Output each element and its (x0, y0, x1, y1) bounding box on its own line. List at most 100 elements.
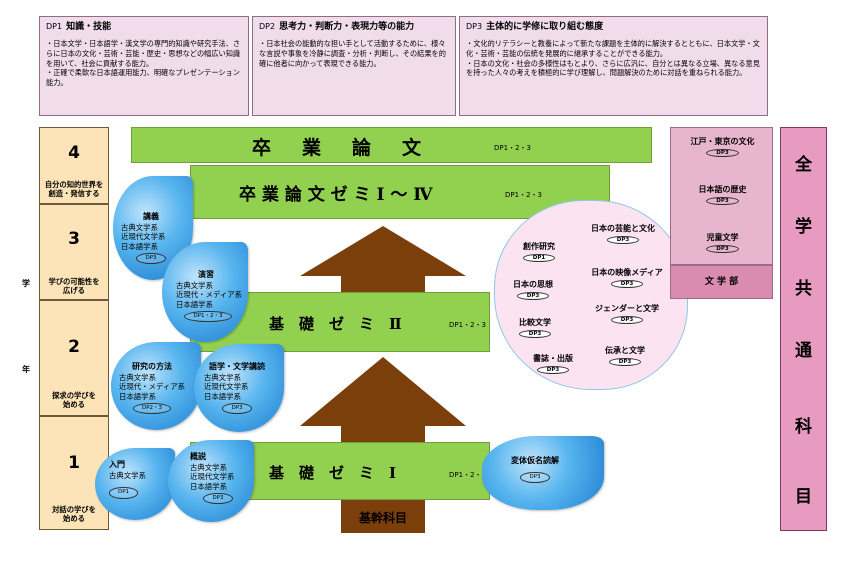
kiso1-dp: DP1・2・3 (449, 471, 486, 479)
lit-edo-dp: DP3 (706, 149, 739, 157)
lit-jido-dp: DP3 (706, 245, 739, 253)
dp2-code: DP2 (259, 22, 276, 31)
kiso2-title: 基 礎 ゼ ミ Ⅱ (269, 315, 402, 333)
drop-kenkyu-line-1: 古典文学系 (119, 372, 156, 382)
general-char-1: 全 (795, 155, 812, 175)
cloud-geino-title: 日本の芸能と文化 (591, 224, 655, 233)
drop-kenkyu-content: 研究の方法 古典文学系 近現代・メディア系 日本語学系 DP2・3 (119, 362, 185, 415)
cloud-shoshi-dp: DP3 (536, 366, 570, 374)
cloud-eizo-title: 日本の映像メディア (591, 268, 663, 277)
drop-enshu-line-2: 近現代・メディア系 (176, 290, 242, 300)
drop-gogaku-content: 語学・文学講読 古典文学系 近現代文学系 日本語学系 DP3 (204, 362, 270, 415)
year-cell-4: 4 自分の知的世界を 創造・発信する (39, 127, 109, 204)
dp1-title: 知識・技能 (66, 22, 112, 32)
lit-nihongo-title: 日本語の歴史 (698, 185, 747, 194)
dp2-line-1: ・日本社会の能動的な担い手として活動するために、様々な言説や事象を冷静に調査・分… (259, 39, 446, 68)
dp1-code: DP1 (46, 22, 63, 31)
dp1-line-1: ・日本文学・日本語学・漢文学の専門的知識や研究手法、さらに日本の文化・芸術・芸能… (46, 39, 241, 68)
lit-item-edo: 江戸・東京の文化 DP3 (671, 136, 774, 157)
cloud-item-shiso: 日本の思想 DP3 (501, 279, 565, 300)
kiso1-title: 基 礎 ゼ ミ Ⅰ (269, 464, 397, 482)
cloud-gender-title: ジェンダーと文学 (595, 304, 659, 313)
year-num-4: 4 (68, 143, 80, 163)
kiso2-dp: DP1・2・3 (449, 321, 486, 329)
drop-nyumon-line-1: 古典文学系 (109, 470, 146, 480)
year-cell-3: 3 学びの可能性を 広げる (39, 204, 109, 300)
drop-kougi-line-1: 古典文学系 (121, 222, 158, 232)
drop-hentai-dp: DP3 (520, 471, 550, 483)
lit-nihongo-dp: DP3 (706, 197, 739, 205)
drop-gaisetsu: 概説 古典文学系 近現代文学系 日本語学系 DP3 (168, 440, 254, 522)
literature-label: 文 学 部 (670, 265, 773, 299)
kikan-box: 基幹科目 (341, 500, 425, 533)
general-education-box: 全 学 共 通 科 目 (780, 127, 827, 531)
drop-kougi-title: 講義 (143, 212, 159, 221)
drop-hentai: 変体仮名読解 DP3 (482, 436, 604, 510)
year-label-1: 対話の学びを 始める (52, 505, 96, 524)
sotsuron-title: 卒 業 論 文 (252, 137, 428, 159)
drop-kenkyu-title: 研究の方法 (132, 362, 172, 371)
drop-enshu-line-3: 日本語学系 (176, 300, 213, 310)
elective-cloud: 創作研究 DP1 日本の芸能と文化 DP3 日本の思想 DP3 日本の映像メディ… (494, 200, 688, 390)
drop-kougi-content: 講義 古典文学系 近現代文学系 日本語学系 DP3 (121, 212, 181, 265)
drop-enshu-content: 演習 古典文学系 近現代・メディア系 日本語学系 DP1・2・3 (176, 270, 242, 323)
drop-gaisetsu-title: 概説 (190, 452, 206, 461)
lit-jido-title: 児童文学 (706, 233, 739, 242)
cloud-shiso-title: 日本の思想 (513, 280, 553, 289)
year-num-1: 1 (68, 453, 80, 473)
drop-hentai-content: 変体仮名読解 DP3 (502, 456, 568, 483)
cloud-item-sosaku: 創作研究 DP1 (509, 241, 569, 262)
year-axis-char-2: 年 (22, 365, 30, 374)
drop-gogaku-line-2: 近現代文学系 (204, 382, 249, 392)
cloud-sosaku-dp: DP1 (522, 254, 556, 262)
drop-gaisetsu-dp: DP3 (203, 492, 233, 505)
general-char-4: 通 (795, 341, 812, 361)
dp3-line-2: ・日本の文化・社会の多様性はもとより、さらに広汎に、自分とは異なる立場、異なる意… (466, 58, 760, 78)
drop-gogaku-line-1: 古典文学系 (204, 372, 241, 382)
general-char-2: 学 (795, 217, 812, 237)
dp3-line-1: ・文化的リテラシーと教養によって新たな課題を主体的に解決するとともに、日本文学・… (466, 39, 760, 58)
cloud-item-geino: 日本の芸能と文化 DP3 (575, 223, 671, 244)
sotsuron-zemi-title: 卒 業 論 文 ゼ ミ Ⅰ ～ Ⅳ (239, 185, 433, 205)
dp3-code: DP3 (466, 22, 483, 31)
cloud-item-densho: 伝承と文学 DP3 (585, 345, 665, 366)
cloud-shoshi-title: 書誌・出版 (533, 354, 573, 363)
cloud-eizo-dp: DP3 (610, 280, 644, 288)
drop-enshu-dp: DP1・2・3 (184, 310, 232, 323)
cloud-item-eizo: 日本の映像メディア DP3 (575, 267, 679, 288)
cloud-geino-dp: DP3 (606, 236, 640, 244)
year-axis-char-1: 学 (22, 279, 30, 288)
dp3-title: 主体的に学修に取り組む態度 (486, 22, 604, 32)
drop-enshu-title: 演習 (198, 270, 214, 279)
lit-edo-title: 江戸・東京の文化 (690, 137, 755, 146)
cloud-shiso-dp: DP3 (516, 292, 550, 300)
year-label-2: 探求の学びを 始める (52, 391, 96, 410)
cloud-hikaku-title: 比較文学 (519, 318, 551, 327)
sotsuron-zemi-dp: DP1・2・3 (505, 191, 542, 199)
drop-nyumon-title: 入門 (109, 460, 125, 469)
dp1-line-2: ・正確で柔軟な日本語運用能力、明確なプレゼンテーション能力。 (46, 68, 240, 88)
drop-gogaku: 語学・文学講読 古典文学系 近現代文学系 日本語学系 DP3 (194, 344, 284, 432)
cloud-item-gender: ジェンダーと文学 DP3 (575, 303, 679, 324)
drop-nyumon: 入門 古典文学系 DP1 (95, 448, 175, 520)
general-char-6: 目 (795, 487, 812, 507)
drop-kenkyu-dp: DP2・3 (132, 402, 172, 415)
drop-kougi-line-3: 日本語学系 (121, 242, 158, 252)
cloud-item-shoshi: 書誌・出版 DP3 (523, 353, 583, 374)
sotsuron-bar: 卒 業 論 文 DP1・2・3 (131, 127, 652, 163)
drop-nyumon-dp: DP1 (109, 487, 139, 499)
general-char-5: 科 (795, 417, 812, 437)
lower-arrow (300, 357, 466, 445)
drop-kenkyu-line-2: 近現代・メディア系 (119, 382, 185, 392)
drop-gogaku-dp: DP3 (222, 402, 252, 415)
drop-kougi-dp: DP3 (136, 252, 166, 265)
dp2-title: 思考力・判断力・表現力等の能力 (279, 22, 415, 32)
lit-item-jido: 児童文学 DP3 (671, 232, 774, 253)
year-cell-2: 2 探求の学びを 始める (39, 300, 109, 416)
year-label-4: 自分の知的世界を 創造・発信する (44, 180, 104, 199)
drop-kougi-line-2: 近現代文学系 (121, 232, 166, 242)
